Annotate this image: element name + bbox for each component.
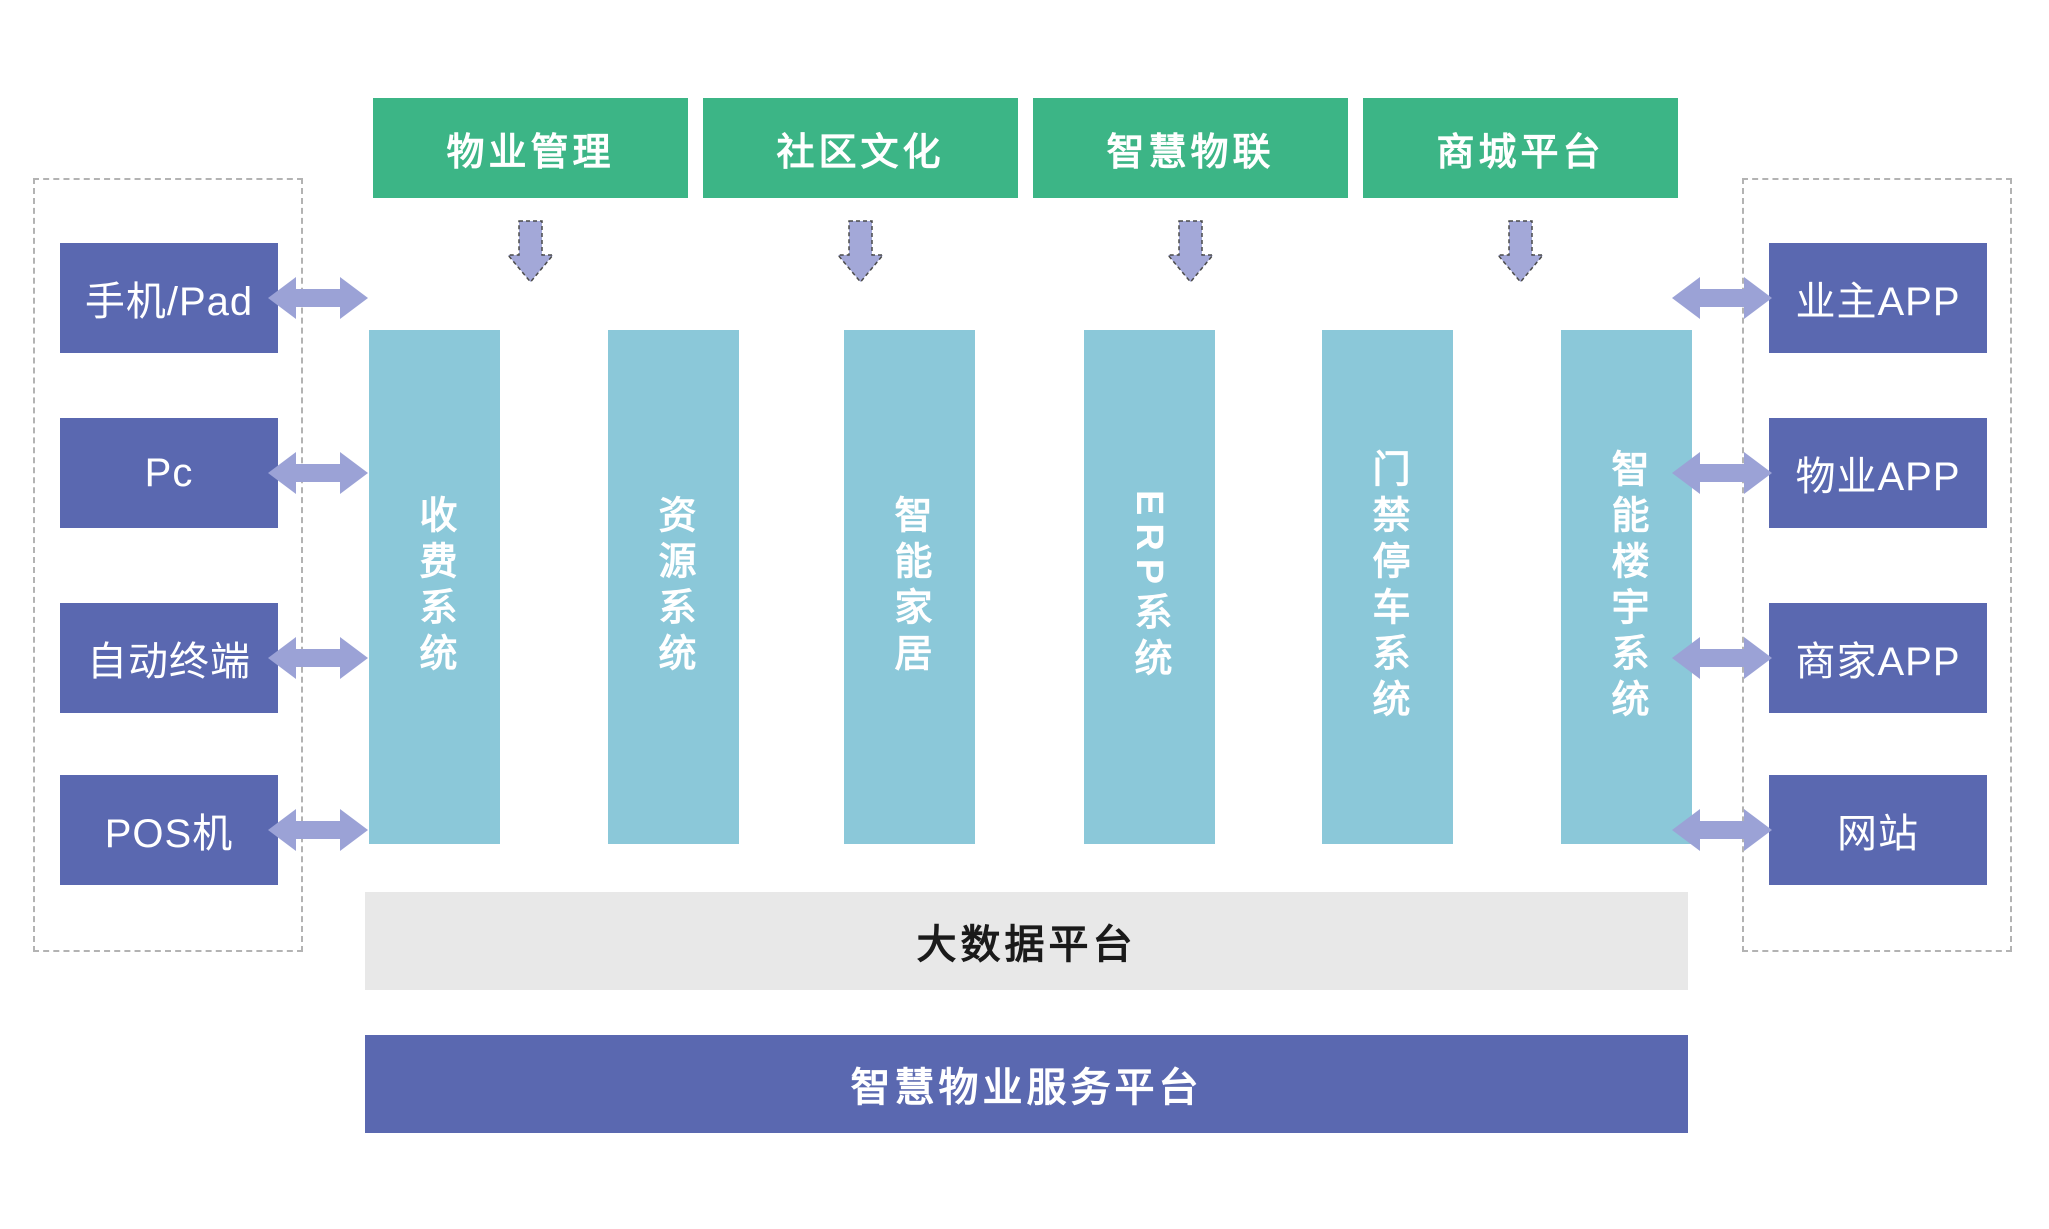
left-right-arrow-icon	[1672, 450, 1772, 496]
service-platform-bar: 智慧物业服务平台	[365, 1035, 1688, 1133]
left-right-arrow-icon	[268, 635, 368, 681]
down-arrow-icon	[1497, 220, 1544, 283]
module-mall-platform: 商城平台	[1363, 98, 1678, 198]
system-charging: 收费系统	[369, 330, 500, 844]
system-resource: 资源系统	[608, 330, 739, 844]
module-community-culture: 社区文化	[703, 98, 1018, 198]
big-data-platform-bar: 大数据平台	[365, 892, 1688, 990]
channel-property-app: 物业APP	[1769, 418, 1987, 528]
terminals-group	[33, 178, 303, 952]
left-right-arrow-icon	[268, 275, 368, 321]
system-erp: ERP系统	[1084, 330, 1215, 844]
channel-merchant-app: 商家APP	[1769, 603, 1987, 713]
left-right-arrow-icon	[268, 807, 368, 853]
module-property-management: 物业管理	[373, 98, 688, 198]
terminal-auto-terminal: 自动终端	[60, 603, 278, 713]
left-right-arrow-icon	[1672, 275, 1772, 321]
down-arrow-icon	[1167, 220, 1214, 283]
system-smart-home: 智能家居	[844, 330, 975, 844]
left-right-arrow-icon	[1672, 635, 1772, 681]
down-arrow-icon	[507, 220, 554, 283]
terminal-pos: POS机	[60, 775, 278, 885]
terminal-pc: Pc	[60, 418, 278, 528]
terminal-mobile-pad: 手机/Pad	[60, 243, 278, 353]
system-smart-building: 智能楼宇系统	[1561, 330, 1692, 844]
channels-group	[1742, 178, 2012, 952]
left-right-arrow-icon	[268, 450, 368, 496]
channel-website: 网站	[1769, 775, 1987, 885]
module-smart-iot: 智慧物联	[1033, 98, 1348, 198]
system-access-parking: 门禁停车系统	[1322, 330, 1453, 844]
channel-owner-app: 业主APP	[1769, 243, 1987, 353]
left-right-arrow-icon	[1672, 807, 1772, 853]
down-arrow-icon	[837, 220, 884, 283]
